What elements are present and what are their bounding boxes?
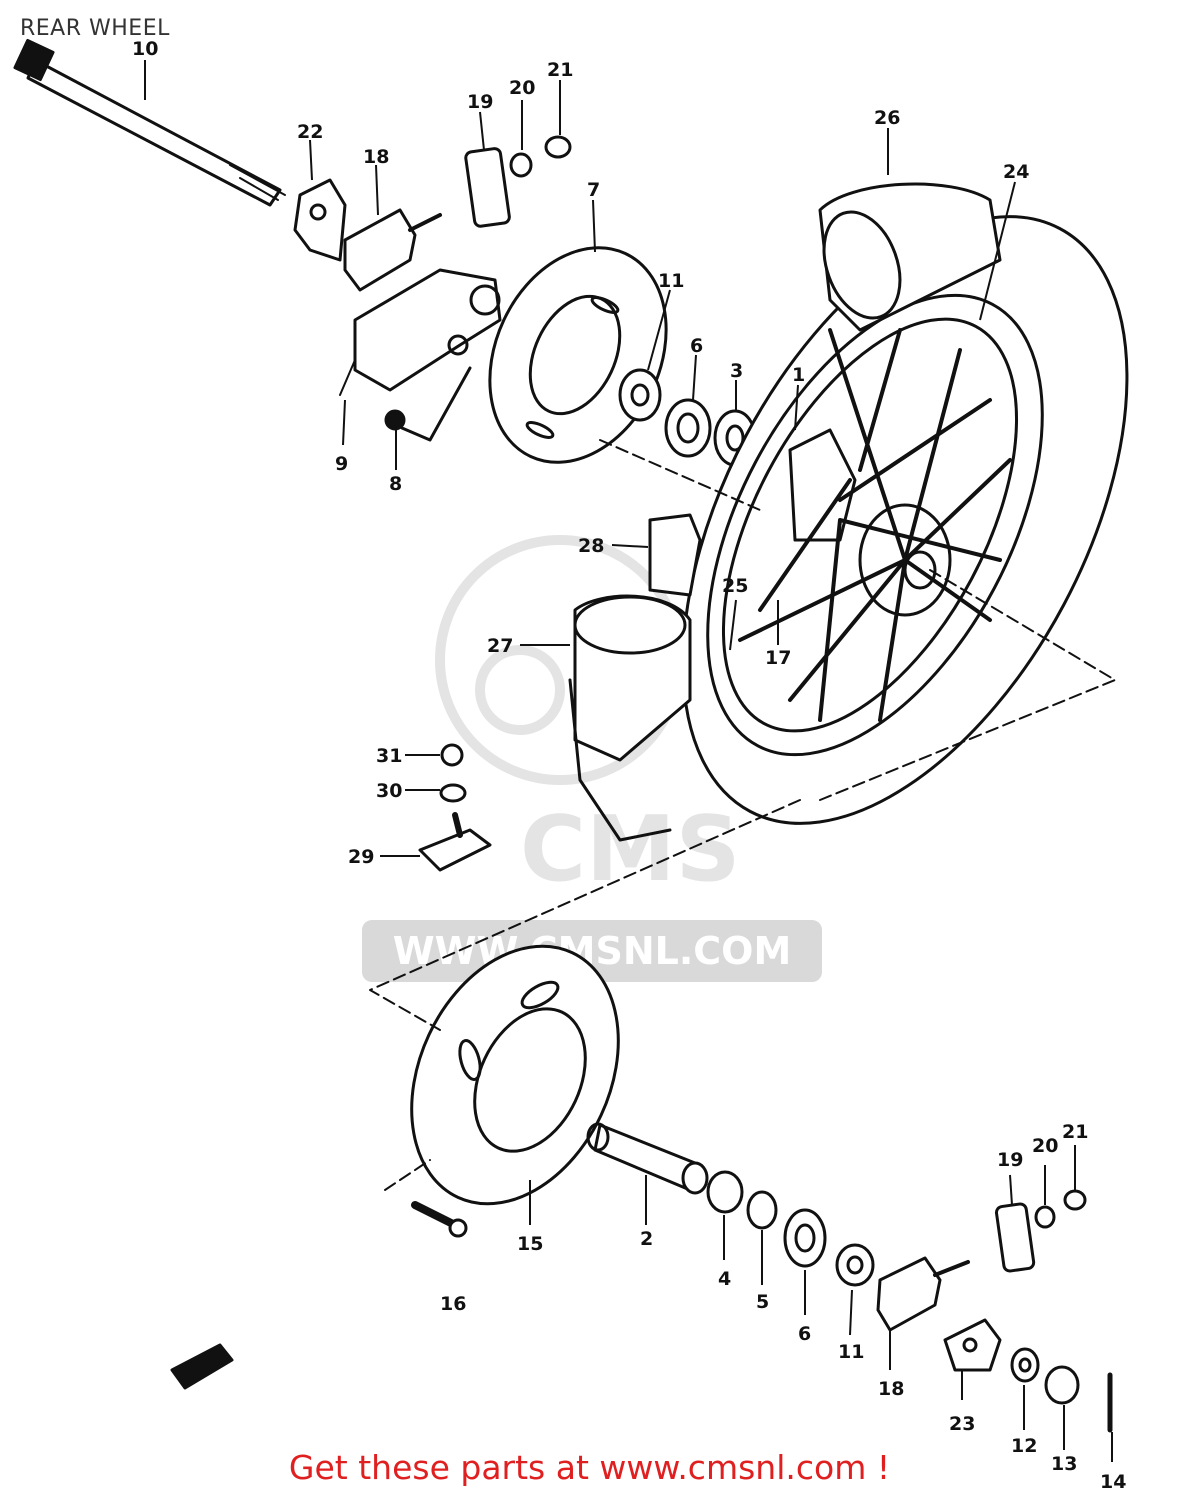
adjuster-bolt-set-top (464, 135, 572, 228)
callout-25: 25 (722, 575, 748, 597)
callout-6: 6 (690, 335, 703, 357)
adjuster-plate-bottom (943, 1318, 1002, 1372)
callout-21-bottom: 21 (1062, 1121, 1088, 1143)
axle-part (13, 38, 286, 207)
callout-19: 19 (467, 91, 493, 113)
callout-12: 12 (1011, 1435, 1037, 1457)
chain-adjuster (343, 208, 442, 292)
rim-band (648, 513, 702, 597)
callout-3: 3 (730, 360, 743, 382)
chain-adjuster-bottom (876, 1256, 970, 1332)
callout-27: 27 (487, 635, 513, 657)
rear-wheel (681, 215, 1129, 825)
washer (1010, 1347, 1040, 1383)
callout-17: 17 (765, 647, 791, 669)
callout-5: 5 (756, 1291, 769, 1313)
chain-adjuster-plate (293, 178, 347, 262)
oil-seal-bottom (783, 1208, 827, 1268)
callout-20: 20 (509, 77, 535, 99)
callout-24: 24 (1003, 161, 1029, 183)
wheel-spacer (586, 1122, 709, 1195)
callout-11-bottom: 11 (838, 1341, 864, 1363)
rear-sprocket (410, 944, 620, 1206)
watermark-logo: CMS (435, 535, 740, 902)
adjuster-bolt-set-bottom (994, 1189, 1087, 1273)
callout-28: 28 (578, 535, 604, 557)
callout-22: 22 (297, 121, 323, 143)
callout-10: 10 (132, 38, 158, 60)
oil-seal-top (664, 398, 712, 458)
callout-30: 30 (376, 780, 402, 802)
callout-19-bottom: 19 (997, 1149, 1023, 1171)
front-arrow-icon (170, 1343, 234, 1390)
callout-8: 8 (389, 473, 402, 495)
callout-14: 14 (1100, 1471, 1126, 1493)
callout-26: 26 (874, 107, 900, 129)
callout-21: 21 (547, 59, 573, 81)
callout-13: 13 (1051, 1453, 1077, 1475)
callout-20-bottom: 20 (1032, 1135, 1058, 1157)
bearing-bottom (706, 1170, 744, 1214)
callout-11: 11 (658, 270, 684, 292)
footer-link-text[interactable]: Get these parts at www.cmsnl.com ! (288, 1448, 891, 1487)
callout-9: 9 (335, 453, 348, 475)
axle-nut (1044, 1365, 1080, 1405)
rim-lock-set (418, 743, 492, 872)
callout-29: 29 (348, 846, 374, 868)
watermark-banner: WWW.CMSNL.COM (362, 920, 822, 982)
callout-labels: 10 22 18 19 20 21 7 11 6 3 1 26 24 9 8 2… (132, 38, 1126, 1493)
page-title: REAR WHEEL (20, 16, 170, 41)
spacer-bottom (835, 1243, 875, 1287)
sprocket-bolt (411, 1201, 468, 1238)
callout-23: 23 (949, 1413, 975, 1435)
callout-18: 18 (363, 146, 389, 168)
brake-disc (488, 246, 668, 464)
watermark-logo-text: CMS (520, 797, 740, 902)
callout-15: 15 (517, 1233, 543, 1255)
caliper-bracket (353, 268, 502, 392)
callout-6-bottom: 6 (798, 1323, 811, 1345)
callout-2: 2 (640, 1228, 653, 1250)
callout-31: 31 (376, 745, 402, 767)
callout-4: 4 (718, 1268, 731, 1290)
circlip (746, 1190, 778, 1230)
bolt (384, 366, 472, 442)
callout-7: 7 (587, 179, 600, 201)
callout-18-bottom: 18 (878, 1378, 904, 1400)
leader-lines (144, 60, 1113, 1462)
callout-1: 1 (792, 364, 805, 386)
callout-16: 16 (440, 1293, 466, 1315)
inner-tube (568, 594, 692, 842)
spacer-top (618, 368, 662, 422)
tire-section-top (818, 182, 1002, 332)
